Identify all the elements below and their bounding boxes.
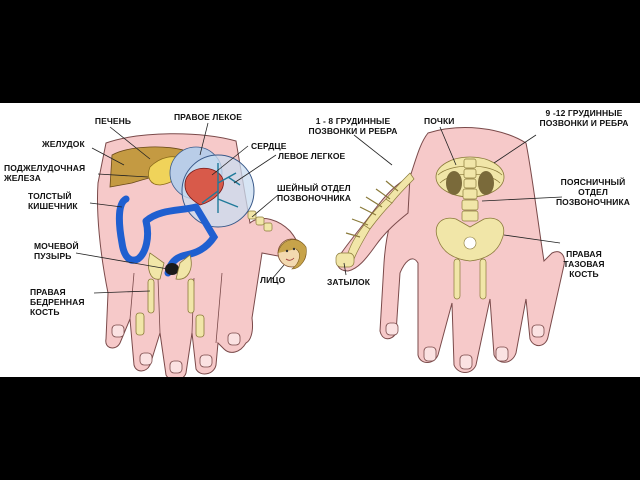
lumbar-spine [461,158,479,222]
label-colon: ТОЛСТЫЙ КИШЕЧНИК [28,191,78,211]
label-liver: ПЕЧЕНЬ [94,116,132,126]
diagram-panel: ПЕЧЕНЬ ПРАВОЕ ЛЕКОЕ ЖЕЛУДОК СЕРДЦЕ ПОДЖЕ… [0,103,640,377]
label-thoracic-1-8: 1 - 8 ГРУДИННЫЕ ПОЗВОНКИ И РЕБРА [308,116,398,136]
label-kidneys: ПОЧКИ [424,116,455,126]
label-occiput: ЗАТЫЛОК [327,277,371,287]
label-thoracic-9-12: 9 -12 ГРУДИННЫЕ ПОЗВОНКИ И РЕБРА [539,108,629,128]
label-right-pelvic: ПРАВАЯ ТАЗОВАЯ КОСТЬ [563,249,605,279]
label-pancreas: ПОДЖЕЛУДОЧНАЯ ЖЕЛЕЗА [4,163,86,183]
label-face: ЛИЦО [260,275,286,285]
label-stomach: ЖЕЛУДОК [42,139,85,149]
bladder-shape [165,263,179,275]
face-on-thumb [277,238,307,270]
left-hand [75,122,307,377]
hands-illustration [75,122,565,377]
left-hand-outline [96,133,300,377]
label-bladder: МОЧЕВОЙ ПУЗЫРЬ [34,241,79,261]
label-cervical-spine: ШЕЙНЫЙ ОТДЕЛ ПОЗВОНОЧНИКА [277,183,352,203]
label-right-femur: ПРАВАЯ БЕДРЕННАЯ КОСТЬ [30,287,85,317]
label-heart: СЕРДЦЕ [251,141,287,151]
label-lumbar: ПОЯСНИЧНЫЙ ОТДЕЛ ПОЗВОНОЧНИКА [555,177,631,207]
label-right-lung: ПРАВОЕ ЛЕКОЕ [173,112,243,122]
thoracic-spine [335,172,415,268]
label-left-lung: ЛЕВОЕ ЛЕГКОЕ [278,151,346,161]
right-hand [335,126,565,373]
